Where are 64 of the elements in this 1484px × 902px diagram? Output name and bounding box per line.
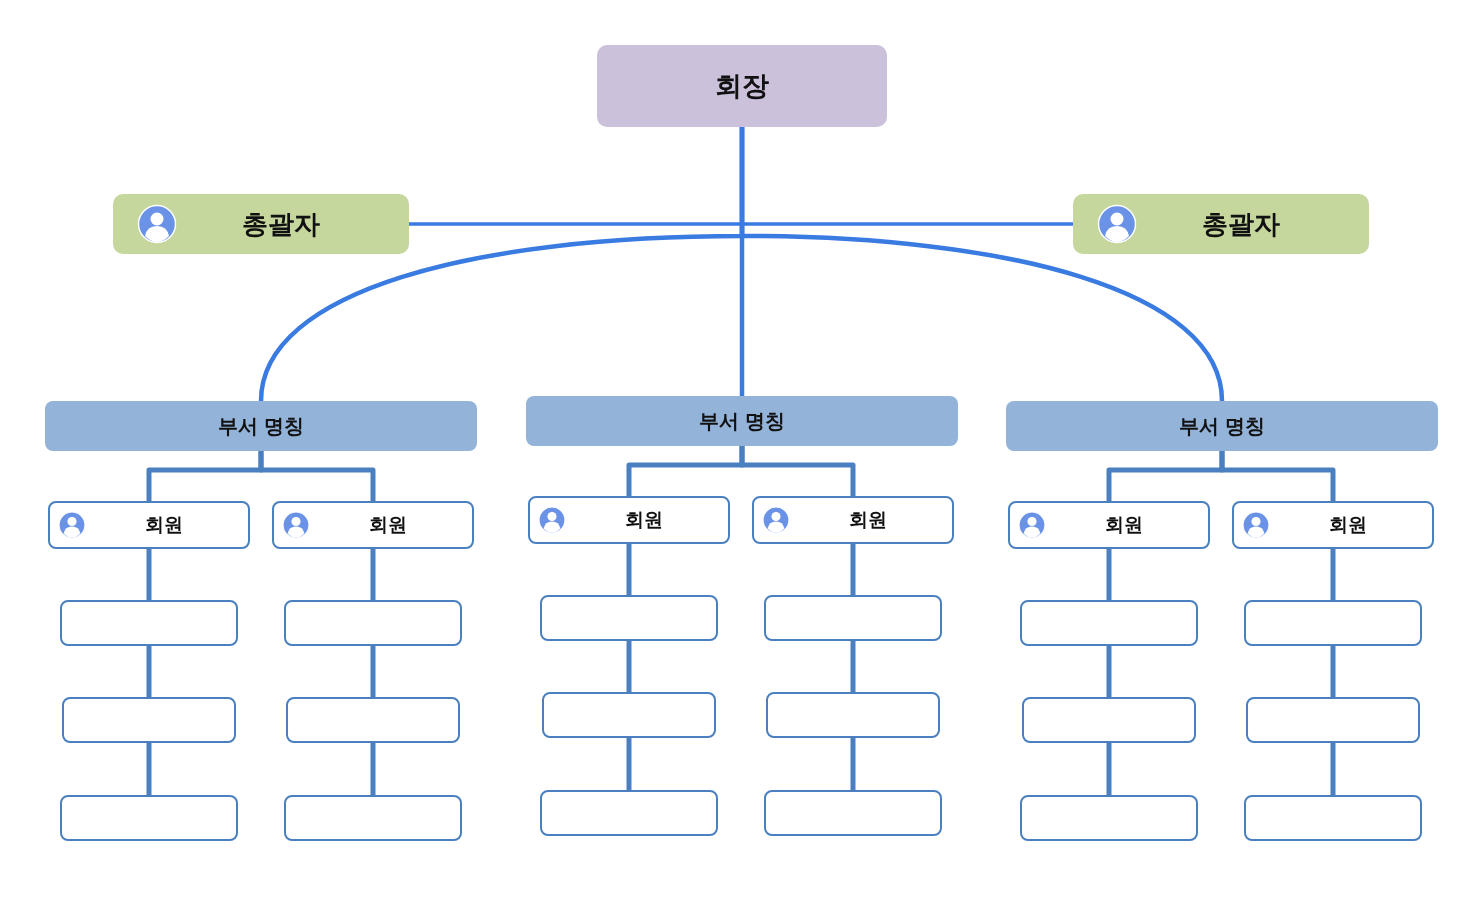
member-card (1232, 501, 1434, 549)
connector-line (1106, 743, 1112, 795)
connector-line (626, 738, 632, 790)
empty-box (62, 697, 236, 743)
connector-line (1330, 743, 1336, 795)
empty-box (540, 790, 718, 836)
connector-line (626, 641, 632, 692)
department-bar (526, 396, 958, 446)
node-label: 회장 (715, 69, 769, 103)
connector-line (370, 743, 376, 795)
manager-box (1073, 194, 1369, 254)
connector-line (739, 127, 1225, 402)
empty-box (764, 790, 942, 836)
connector-line (850, 738, 856, 790)
empty-box (284, 600, 462, 646)
empty-box (1020, 600, 1198, 646)
node-label: 부서 명칭 (698, 407, 786, 435)
node-label: 회원 (1105, 512, 1143, 537)
department-bar (45, 401, 477, 451)
connector-line (146, 646, 152, 697)
node-label: 회원 (145, 512, 183, 537)
empty-box (1244, 600, 1422, 646)
node-label: 부서 명칭 (217, 412, 305, 440)
node-label: 부서 명칭 (1178, 412, 1266, 440)
connector-line (258, 451, 376, 501)
connector-line (850, 641, 856, 692)
empty-box (766, 692, 940, 738)
empty-box (1246, 697, 1420, 743)
empty-box (284, 795, 462, 841)
connector-line (739, 446, 856, 496)
empty-box (540, 595, 718, 641)
empty-box (286, 697, 460, 743)
node-label: 총괄자 (242, 207, 320, 241)
empty-box (764, 595, 942, 641)
connector-line (626, 544, 632, 595)
department-bar (1006, 401, 1438, 451)
empty-box (60, 795, 238, 841)
connector-line (1330, 646, 1336, 697)
empty-box (1244, 795, 1422, 841)
connector-line (1219, 451, 1336, 501)
node-label: 회원 (849, 507, 887, 532)
member-card (1008, 501, 1210, 549)
connector-line (1106, 646, 1112, 697)
connector-line (1106, 549, 1112, 600)
connector-line (850, 544, 856, 595)
connector-line (1330, 549, 1336, 600)
node-label: 회원 (369, 512, 407, 537)
top-box (597, 45, 887, 127)
member-card (272, 501, 474, 549)
empty-box (542, 692, 716, 738)
manager-box (113, 194, 409, 254)
empty-box (1022, 697, 1196, 743)
connector-line (146, 549, 152, 600)
node-label: 회원 (625, 507, 663, 532)
empty-box (1020, 795, 1198, 841)
connector-line (370, 646, 376, 697)
node-label: 총괄자 (1202, 207, 1280, 241)
member-card (48, 501, 250, 549)
connector-line (146, 743, 152, 795)
node-label: 회원 (1329, 512, 1367, 537)
member-card (752, 496, 954, 544)
member-card (528, 496, 730, 544)
connector-line (370, 549, 376, 600)
empty-box (60, 600, 238, 646)
